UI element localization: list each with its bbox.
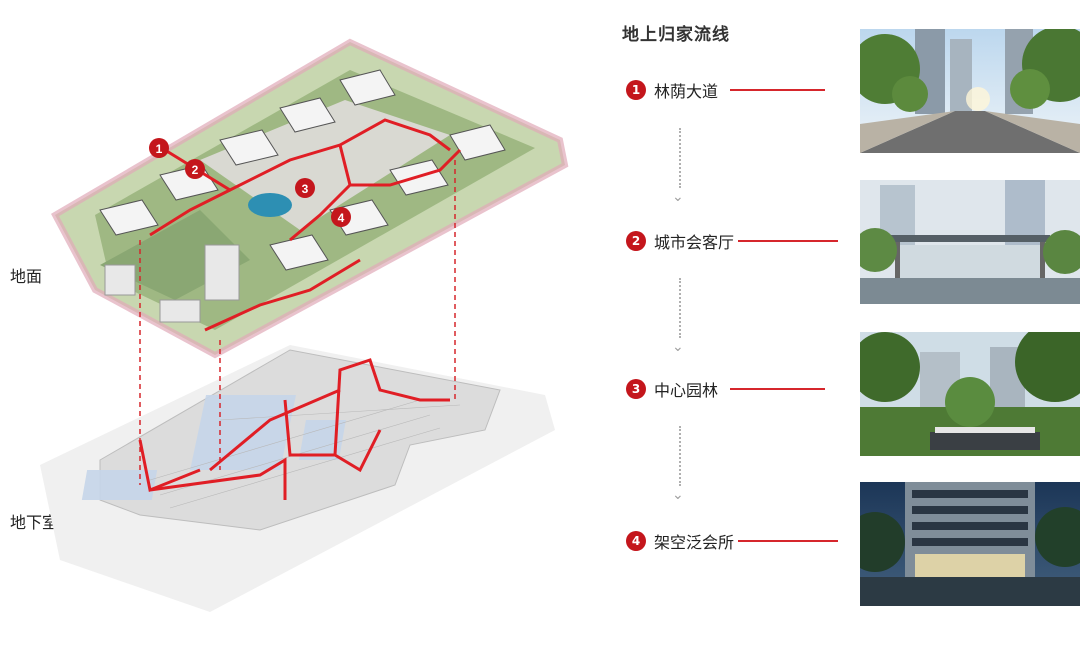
ground-level-label: 地面 — [10, 267, 43, 286]
page-title: 地上归家流线 — [622, 25, 730, 45]
step-4-label: 架空泛会所 — [654, 533, 735, 552]
marker-4 — [331, 207, 351, 227]
marker-1 — [149, 138, 169, 158]
step-4-number-badge: 4 — [626, 531, 646, 551]
step-2: 2 城市会客厅 — [626, 228, 839, 254]
marker-2 — [185, 159, 205, 179]
urban-lounge-entrance-photo — [860, 180, 1080, 304]
marker-4-number: 4 — [338, 211, 345, 225]
step-1-number-badge: 1 — [626, 80, 646, 100]
basement-plan — [40, 345, 555, 612]
chevron-down-icon: ⌄ — [672, 339, 684, 355]
step-2-label: 城市会客厅 — [654, 233, 735, 252]
step-4: 4 架空泛会所 — [626, 528, 839, 554]
marker-2-number: 2 — [192, 163, 199, 177]
step-2-leader-line — [738, 240, 839, 242]
marker-3 — [295, 178, 315, 198]
basement-level-label: 地下室 — [10, 513, 59, 532]
ground-route-lines — [149, 118, 462, 332]
route-markers: 1 2 3 4 — [149, 138, 351, 227]
axonometric-site-diagram: 1 2 3 4 — [40, 38, 569, 612]
step-3: 3 中心园林 — [626, 376, 826, 402]
chevron-down-icon: ⌄ — [672, 487, 684, 503]
basement-route-lines — [138, 358, 450, 500]
central-garden-photo — [860, 332, 1080, 456]
step-3-label: 中心园林 — [654, 381, 719, 400]
step-1-leader-line — [730, 89, 826, 91]
marker-3-number: 3 — [302, 182, 309, 196]
tree-lined-avenue-photo — [860, 29, 1080, 153]
step-1: 1 林荫大道 — [626, 77, 826, 103]
central-pond — [248, 193, 292, 217]
ground-site — [50, 38, 569, 359]
step-3-leader-line — [730, 388, 826, 390]
flow-connector-3 — [679, 426, 681, 486]
flow-connector-1 — [679, 128, 681, 188]
stilted-clubhouse-photo — [860, 482, 1080, 606]
step-2-number-badge: 2 — [626, 231, 646, 251]
level-connector-lines — [139, 160, 456, 485]
step-1-label: 林荫大道 — [654, 82, 719, 101]
flow-connector-2 — [679, 278, 681, 338]
step-3-number-badge: 3 — [626, 379, 646, 399]
chevron-down-icon: ⌄ — [672, 189, 684, 205]
marker-1-number: 1 — [156, 142, 163, 156]
step-4-leader-line — [738, 540, 839, 542]
